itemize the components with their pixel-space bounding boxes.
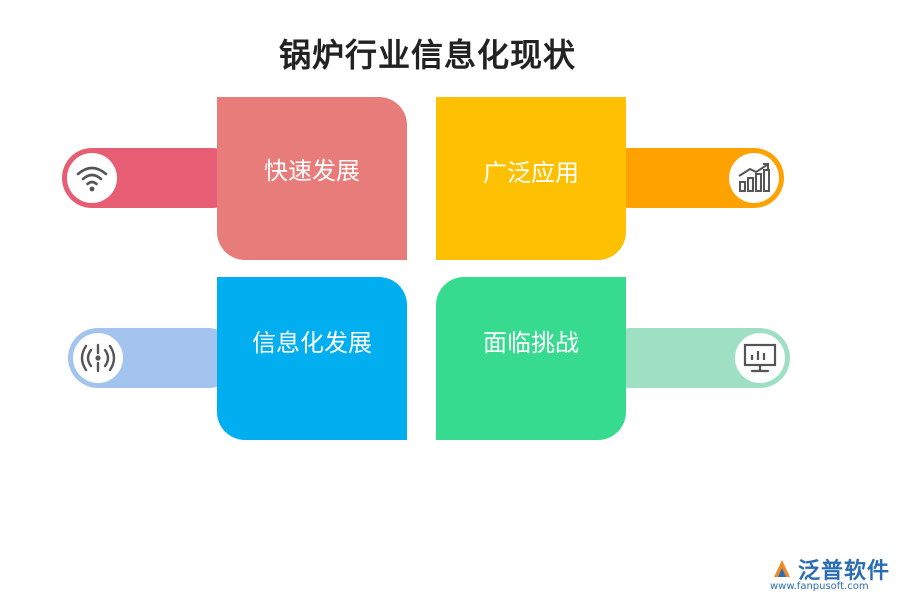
logo-icon <box>774 560 790 577</box>
wifi-icon <box>67 153 117 203</box>
card-label: 快速发展 <box>264 157 360 185</box>
card-fast-development: 快速发展 <box>217 97 407 260</box>
logo-url: www.fanpusoft.com <box>770 581 869 592</box>
card-challenges: 面临挑战 <box>436 277 626 440</box>
logo-name: 泛普软件 <box>798 559 891 584</box>
bar-informatization-development <box>68 328 238 388</box>
page-title: 锅炉行业信息化现状 <box>278 36 576 74</box>
card-wide-application: 广泛应用 <box>436 97 626 260</box>
bar-challenges <box>600 328 790 388</box>
card-informatization-development: 信息化发展 <box>217 277 407 440</box>
signal-icon <box>73 333 123 383</box>
card-label: 面临挑战 <box>483 329 579 357</box>
bar-wide-application <box>600 148 784 208</box>
monitor-icon <box>735 333 785 383</box>
brand-logo: 泛普软件 www.fanpusoft.com <box>770 553 891 592</box>
bar-fast-development <box>62 148 242 208</box>
card-label: 广泛应用 <box>483 159 579 187</box>
card-label: 信息化发展 <box>252 329 372 357</box>
bar-chart-icon <box>729 153 779 203</box>
